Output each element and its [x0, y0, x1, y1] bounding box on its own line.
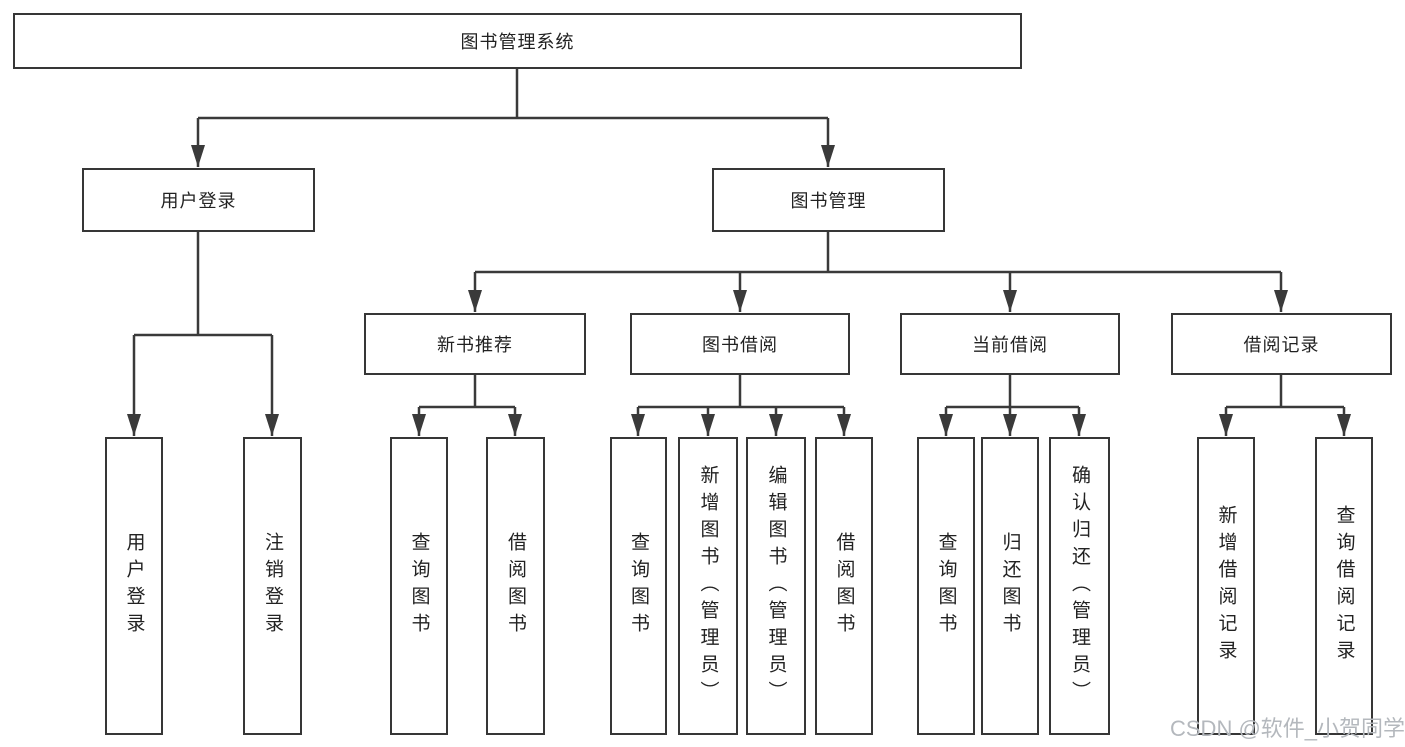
leaf-br-add-record-label: 新增借阅记录	[1215, 505, 1237, 667]
leaf-user-login-label: 用户登录	[123, 532, 145, 640]
node-book-borrowing-label: 图书借阅	[702, 335, 778, 355]
leaf-cb-return-books: 归还图书	[981, 437, 1039, 735]
leaf-bb-query-books-label: 查询图书	[628, 532, 649, 640]
leaf-cb-query-books-label: 查询图书	[935, 532, 957, 640]
leaf-logout: 注销登录	[243, 437, 302, 735]
leaf-bb-edit-books-admin: 编辑图书（管理员）	[746, 437, 806, 735]
node-user-login-label: 用户登录	[160, 191, 237, 211]
leaf-nb-borrow-books-label: 借阅图书	[505, 532, 526, 640]
leaf-bb-add-books-admin-label: 新增图书（管理员）	[697, 464, 719, 708]
leaf-bb-borrow-books-label: 借阅图书	[833, 532, 855, 640]
leaf-bb-borrow-books: 借阅图书	[815, 437, 873, 735]
node-root: 图书管理系统	[13, 13, 1022, 69]
node-root-label: 图书管理系统	[460, 32, 575, 52]
node-borrow-records-label: 借阅记录	[1243, 335, 1320, 355]
leaf-bb-query-books: 查询图书	[610, 437, 667, 735]
leaf-cb-return-books-label: 归还图书	[999, 532, 1021, 640]
node-book-borrowing: 图书借阅	[630, 313, 850, 375]
node-current-borrowing: 当前借阅	[900, 313, 1120, 375]
leaf-cb-confirm-return-admin-label: 确认归还（管理员）	[1069, 464, 1090, 708]
leaf-bb-edit-books-admin-label: 编辑图书（管理员）	[765, 464, 787, 708]
node-current-borrowing-label: 当前借阅	[972, 335, 1048, 355]
node-book-management: 图书管理	[712, 168, 945, 232]
node-book-management-label: 图书管理	[790, 191, 867, 211]
leaf-br-query-record: 查询借阅记录	[1315, 437, 1373, 735]
leaf-nb-query-books-label: 查询图书	[408, 532, 430, 640]
leaf-cb-query-books: 查询图书	[917, 437, 975, 735]
leaf-nb-query-books: 查询图书	[390, 437, 448, 735]
leaf-nb-borrow-books: 借阅图书	[486, 437, 545, 735]
leaf-cb-confirm-return-admin: 确认归还（管理员）	[1049, 437, 1110, 735]
leaf-logout-label: 注销登录	[262, 532, 283, 640]
leaf-br-add-record: 新增借阅记录	[1197, 437, 1255, 735]
leaf-user-login: 用户登录	[105, 437, 163, 735]
node-new-book-recommend-label: 新书推荐	[437, 335, 513, 355]
node-user-login: 用户登录	[82, 168, 315, 232]
node-new-book-recommend: 新书推荐	[364, 313, 586, 375]
node-borrow-records: 借阅记录	[1171, 313, 1392, 375]
leaf-br-query-record-label: 查询借阅记录	[1333, 505, 1355, 667]
leaf-bb-add-books-admin: 新增图书（管理员）	[678, 437, 738, 735]
csdn-watermark: CSDN @软件_小贺同学	[1170, 716, 1405, 741]
